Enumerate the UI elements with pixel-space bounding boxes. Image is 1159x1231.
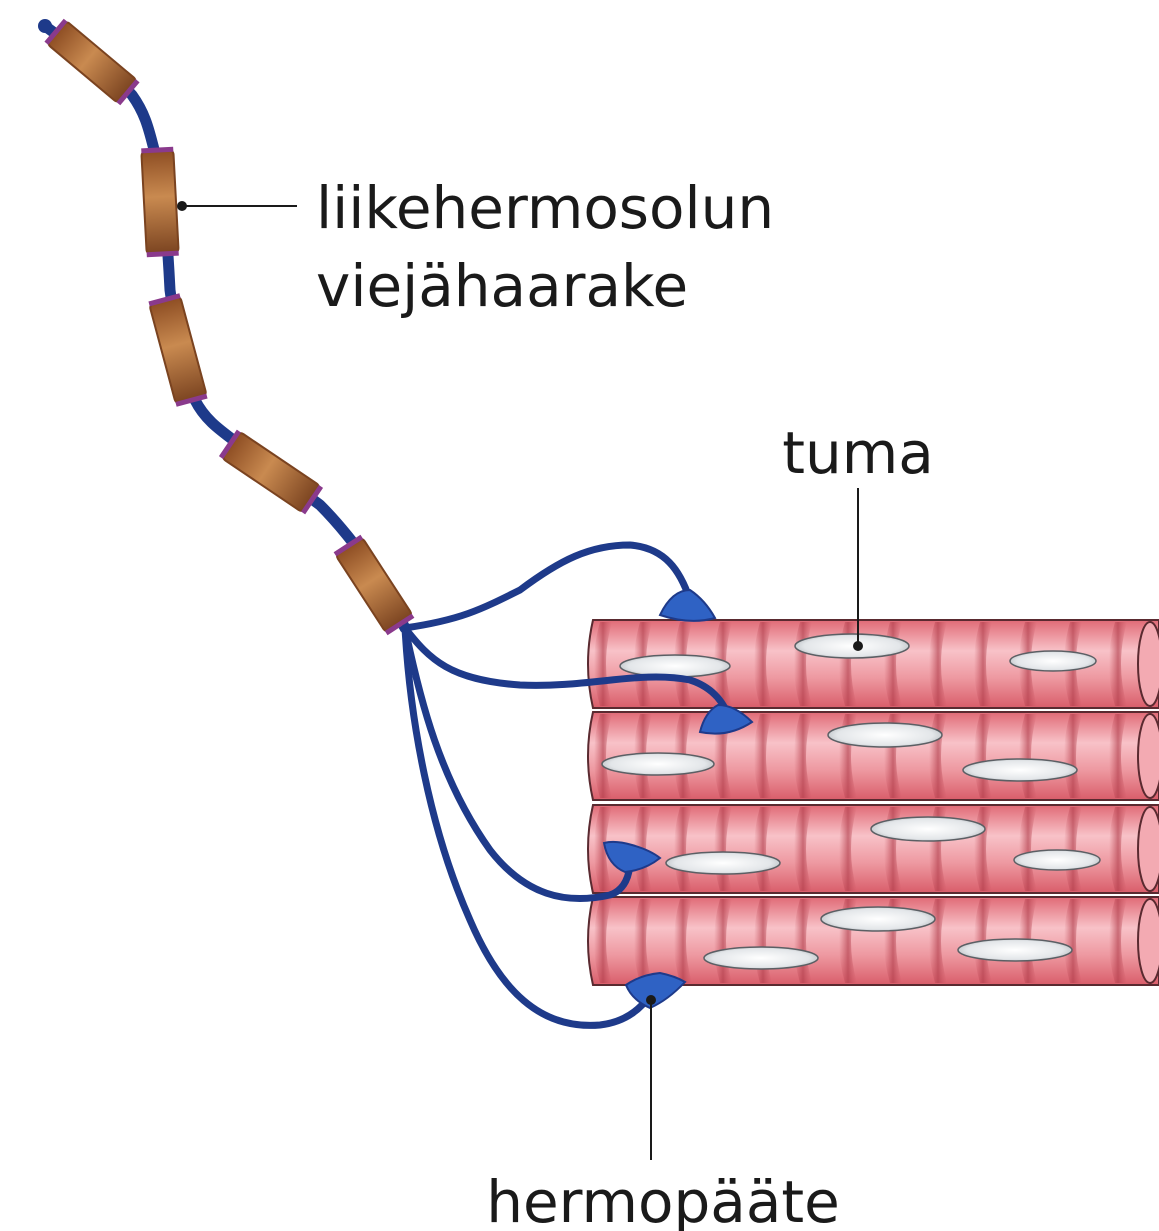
- myelin-sheath-segment: [219, 430, 323, 515]
- nucleus: [963, 759, 1077, 781]
- nucleus: [666, 852, 780, 874]
- fiber-end-cap: [1138, 899, 1159, 983]
- axon-leader-dot: [177, 201, 187, 211]
- axon-label-line1: liikehermosolun: [316, 174, 774, 242]
- axon-tip: [38, 19, 52, 33]
- motor-neuron-axon: [38, 19, 414, 636]
- fiber-end-cap: [1138, 622, 1159, 706]
- myelin-segment-body: [221, 431, 322, 513]
- nucleus: [704, 947, 818, 969]
- myelin-sheath-segment: [148, 293, 207, 407]
- axon-terminal-branch: [405, 545, 690, 628]
- nucleus: [602, 753, 714, 775]
- nucleus-label: tuma: [782, 419, 934, 487]
- nerve-ending-label: hermopääte: [486, 1168, 840, 1231]
- nucleus: [828, 723, 942, 747]
- nucleus: [821, 907, 935, 931]
- nucleus: [958, 939, 1072, 961]
- myelin-sheath-segment: [44, 19, 139, 106]
- axon-label-line2: viejähaarake: [316, 252, 688, 320]
- nucleus: [1010, 651, 1096, 671]
- myelin-segment-body: [335, 536, 414, 633]
- muscle-fiber: [588, 805, 1159, 893]
- muscle-fiber: [588, 712, 1159, 800]
- axon-core: [45, 26, 405, 628]
- nucleus: [871, 817, 985, 841]
- nucleus-leader-dot: [853, 641, 863, 651]
- myelin-segment-body: [149, 295, 207, 405]
- nerve-ending-leader-dot: [646, 995, 656, 1005]
- muscle-fiber: [588, 620, 1159, 708]
- fiber-end-cap: [1138, 807, 1159, 891]
- nerve-ending-plate: [660, 590, 715, 621]
- myelin-sheath-segment: [141, 147, 179, 258]
- myelin-segment-body: [141, 149, 178, 256]
- fiber-end-cap: [1138, 714, 1159, 798]
- nucleus: [620, 655, 730, 677]
- nucleus: [795, 634, 909, 658]
- myelin-sheath-segment: [334, 535, 415, 635]
- muscle-fiber: [588, 897, 1159, 985]
- myelin-segment-body: [46, 20, 138, 104]
- nucleus: [1014, 850, 1100, 870]
